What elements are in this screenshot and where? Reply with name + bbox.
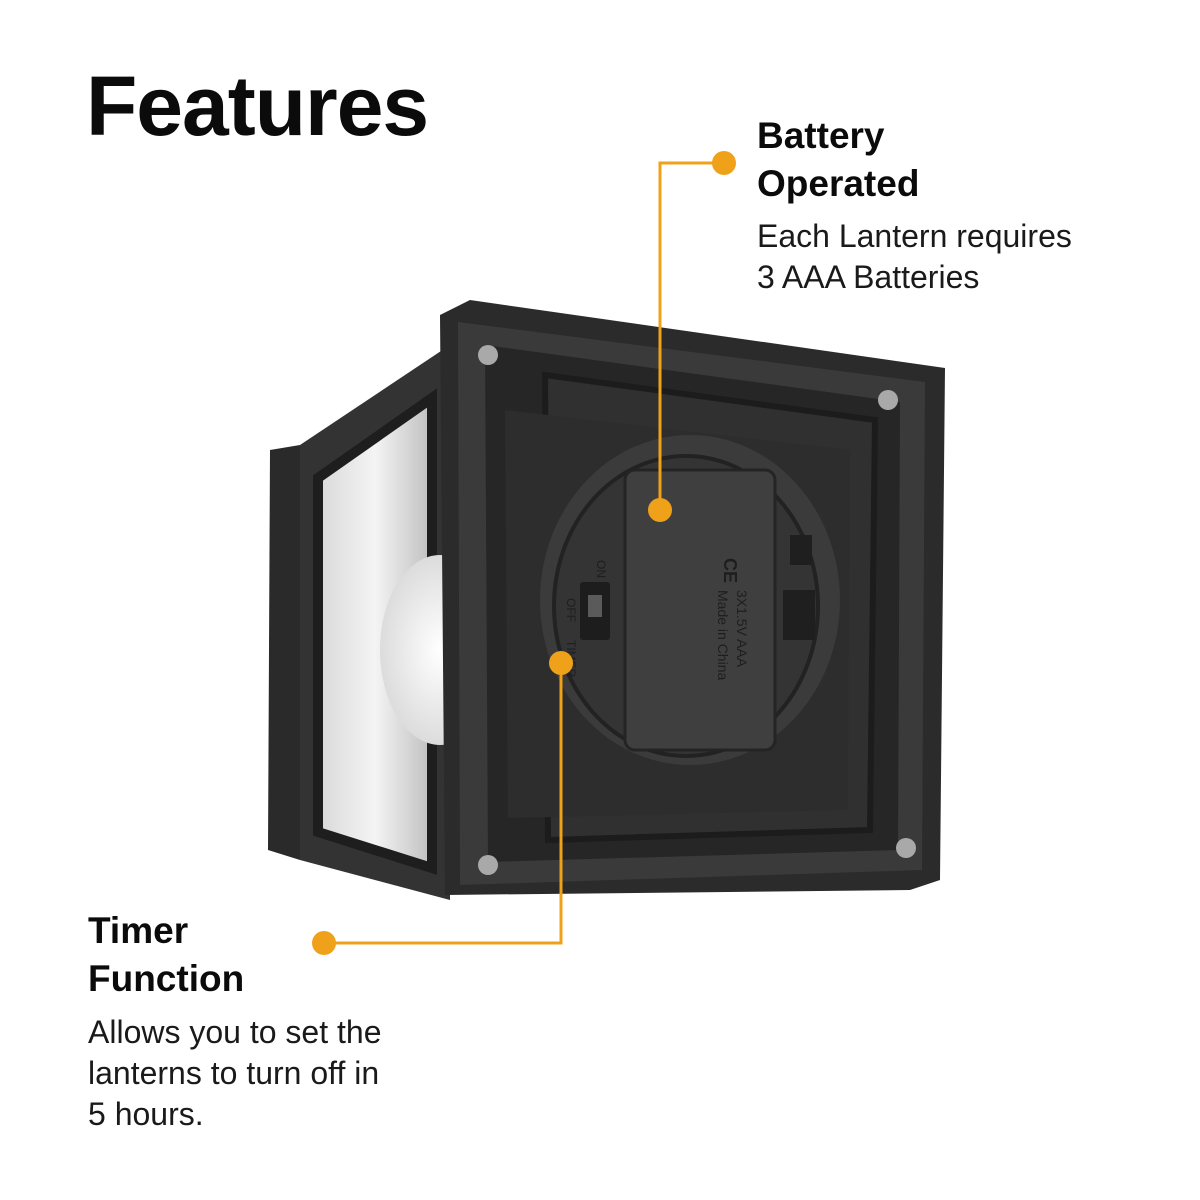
battery-compartment: CE 3X1.5V AAA Made in China — [540, 435, 840, 765]
description-line: 3 AAA Batteries — [757, 259, 980, 295]
heading-line: Battery — [757, 115, 885, 156]
page-title: Features — [86, 59, 429, 153]
heading-line: Function — [88, 958, 245, 999]
timer-feature-description: Allows you to set the lanterns to turn o… — [88, 1012, 381, 1135]
battery-spec-label: 3X1.5V AAA — [734, 590, 750, 668]
switch-label-on: ON — [594, 560, 608, 578]
description-line: Allows you to set the — [88, 1014, 382, 1050]
battery-feature-heading: Battery Operated — [757, 112, 919, 208]
battery-feature-description: Each Lantern requires 3 AAA Batteries — [757, 216, 1072, 298]
description-line: Each Lantern requires — [757, 218, 1072, 254]
timer-feature-heading: Timer Function — [88, 907, 244, 1003]
heading-line: Operated — [757, 163, 920, 204]
heading-line: Timer — [88, 910, 189, 951]
description-line: 5 hours. — [88, 1096, 204, 1132]
battery-callout-connector — [648, 151, 736, 522]
ce-mark: CE — [720, 558, 740, 583]
made-in-label: Made in China — [715, 590, 731, 680]
timer-callout-connector — [312, 651, 573, 955]
switch-label-off: OFF — [564, 598, 578, 622]
frame-screws — [478, 345, 916, 875]
description-line: lanterns to turn off in — [88, 1055, 380, 1091]
